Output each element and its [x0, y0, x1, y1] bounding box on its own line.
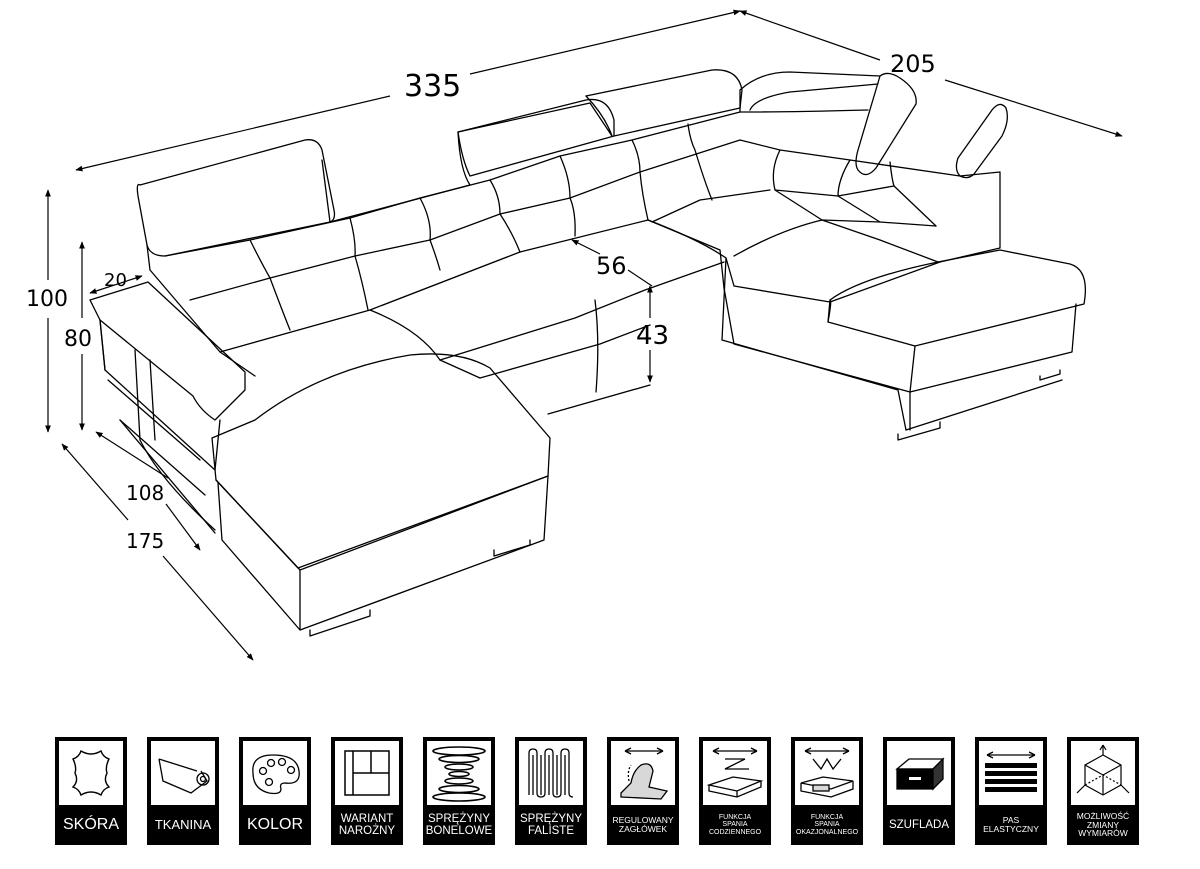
dim-height-back: 80 [64, 327, 92, 352]
feature-kolor: KOLOR [239, 737, 311, 845]
occasional-sleep-icon [800, 747, 854, 798]
drawer-icon [895, 757, 945, 791]
dimension-labels: 335 205 100 80 20 108 175 56 43 [26, 50, 936, 553]
dim-width-total: 335 [404, 69, 461, 104]
daily-sleep-icon [706, 747, 764, 798]
feature-skora: SKÓRA [55, 737, 127, 845]
resize-cube-icon [1076, 744, 1130, 796]
fabric-roll-icon [158, 758, 210, 794]
feature-szuflada: SZUFLADA [883, 737, 955, 845]
bonnell-spring-icon [432, 746, 486, 802]
corner-variant-icon [344, 750, 390, 796]
feature-label: KOLOR [246, 815, 303, 833]
sofa-dimension-drawing: 335 205 100 80 20 108 175 56 43 [26, 9, 1123, 661]
feature-label: TKANINA [154, 817, 212, 833]
dim-height-total: 100 [26, 287, 68, 312]
color-palette-icon [252, 754, 300, 795]
leather-hide-icon [71, 749, 111, 797]
elastic-belt-icon [985, 751, 1037, 792]
adjustable-headrest-icon [620, 747, 669, 800]
dim-seat-height: 43 [636, 321, 669, 351]
sofa-outline [89, 69, 1087, 637]
dim-armrest: 20 [104, 270, 127, 291]
dim-depth-seat: 108 [126, 481, 164, 505]
feature-label: SKÓRA [62, 815, 119, 833]
feature-tkanina: TKANINA [147, 737, 219, 845]
dim-width-side: 205 [890, 50, 936, 78]
feature-label: SZUFLADA [888, 818, 950, 831]
zigzag-spring-icon [528, 748, 574, 798]
dim-seat-depth: 56 [596, 252, 627, 280]
dim-depth-chaise: 175 [126, 529, 164, 553]
dimension-lines [45, 9, 1123, 661]
